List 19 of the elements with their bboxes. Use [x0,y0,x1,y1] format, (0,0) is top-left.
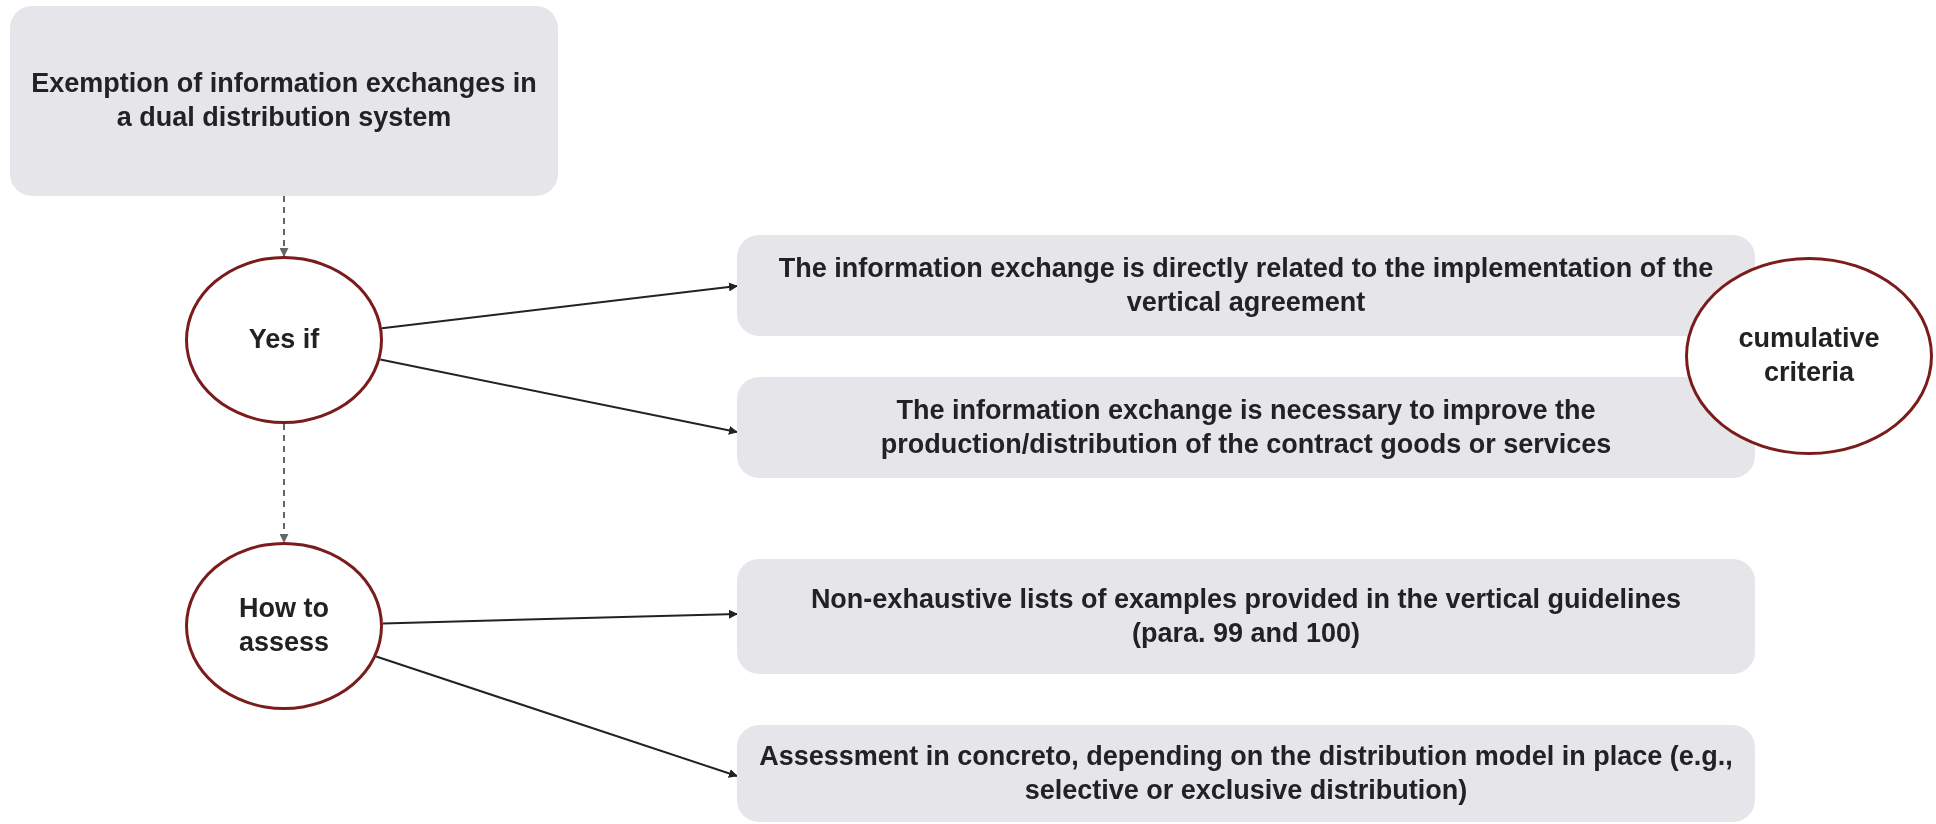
arrow [279,195,289,257]
title-box [10,6,558,196]
arrow [375,655,738,778]
box-text: Non-exhaustive lists of examples provided in the vertical guidelines [810,582,1682,616]
arrow [381,282,738,330]
box-text: Yes if [248,323,320,357]
arrow [381,609,738,625]
criterion-box [737,559,1755,674]
box-text: The information exchange is directly related to the implementation of the vertical agreement [777,251,1715,319]
arrow [379,358,738,435]
criterion-box [737,377,1755,478]
criterion-box [737,725,1755,822]
box-text: Exemption of information exchanges in a dual distribution system [30,67,538,134]
arrow [279,423,289,543]
box-text: (para. 99 and 100) [1131,616,1361,650]
box-text: cumulative criteria [1737,322,1881,389]
box-text: The information exchange is necessary to improve the production/distribution of the contract goods or services [879,393,1613,461]
box-text: Assessment in concreto, depending on the distribution model in place (e.g., selective or exclusive distribution) [758,739,1734,807]
box-text: How to assess [237,592,331,659]
